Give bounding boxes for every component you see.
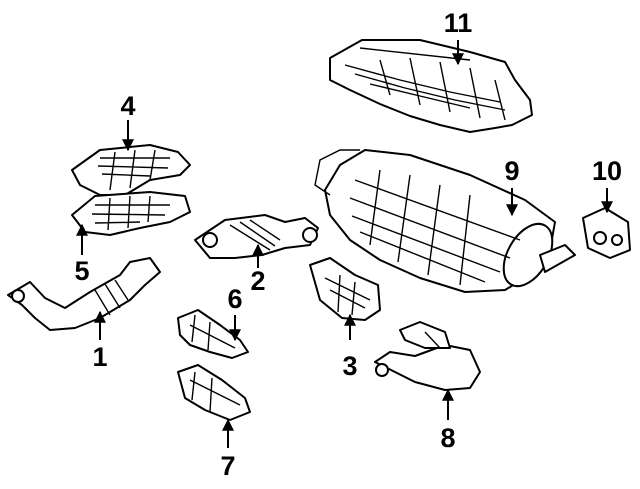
callout-labels: 11 4 5 2 1 6 3 7 8 9 10 [74, 8, 622, 481]
part-4-upper-heat-shield [71, 144, 191, 196]
part-9-muffler [314, 149, 576, 293]
callout-7: 7 [220, 451, 235, 481]
callout-1: 1 [92, 342, 107, 372]
part-11-heat-shield [329, 39, 533, 133]
part-7-lower-shield [177, 364, 251, 421]
callout-10: 10 [592, 156, 622, 186]
part-10-tailpipe-tip [582, 207, 631, 259]
leader-lines [76, 40, 613, 448]
callout-11: 11 [444, 8, 473, 38]
callout-4: 4 [120, 91, 135, 121]
callout-2: 2 [250, 266, 265, 296]
part-8-connecting-pipe [374, 321, 481, 391]
part-1-front-pipe [7, 257, 161, 331]
callout-5: 5 [74, 256, 89, 286]
callout-9: 9 [504, 156, 519, 186]
callout-6: 6 [227, 284, 242, 314]
part-2-catalytic-converter [194, 214, 319, 259]
part-5-lower-heat-shield [71, 191, 191, 236]
part-3-bracket [309, 257, 381, 321]
callout-8: 8 [440, 423, 455, 453]
part-6-small-shield [177, 309, 249, 359]
callout-3: 3 [342, 351, 357, 381]
